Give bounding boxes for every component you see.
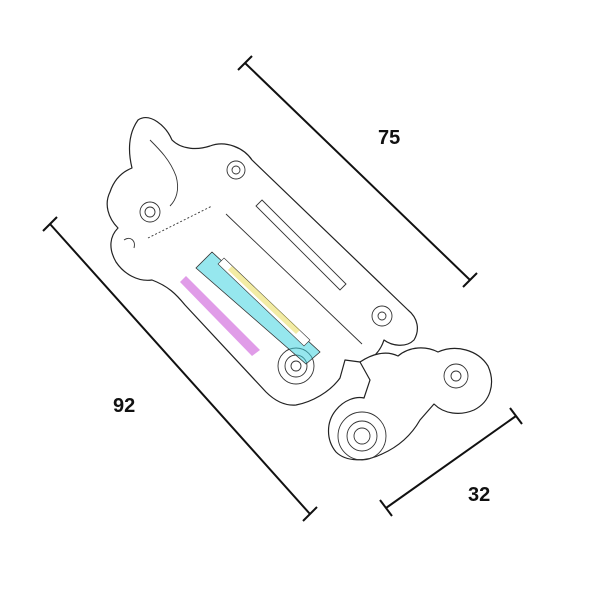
- decorative-curl-2: [123, 237, 135, 249]
- dimension-line-top: [237, 55, 478, 288]
- decorative-curl: [149, 139, 179, 207]
- screw-hole-right: [443, 363, 469, 389]
- screw-hole-middle: [371, 305, 393, 327]
- noise-strip-yellow: [228, 266, 300, 334]
- strap-slot-upper: [255, 199, 347, 291]
- hinge-strap-upper: [106, 117, 418, 406]
- screw-hole-left: [139, 201, 161, 223]
- dimension-label-32: 32: [468, 484, 491, 506]
- strap-ridge: [225, 213, 363, 345]
- dimension-line-bottom: [379, 407, 523, 517]
- dimension-label-75: 75: [378, 127, 401, 149]
- screw-hole-bottom: [337, 411, 387, 461]
- dimension-label-92: 92: [113, 395, 136, 417]
- screw-hole-top: [226, 160, 246, 180]
- dimension-line-left: [42, 216, 318, 522]
- hinge-leaf-lower: [327, 347, 493, 461]
- noise-strip-magenta: [180, 276, 260, 356]
